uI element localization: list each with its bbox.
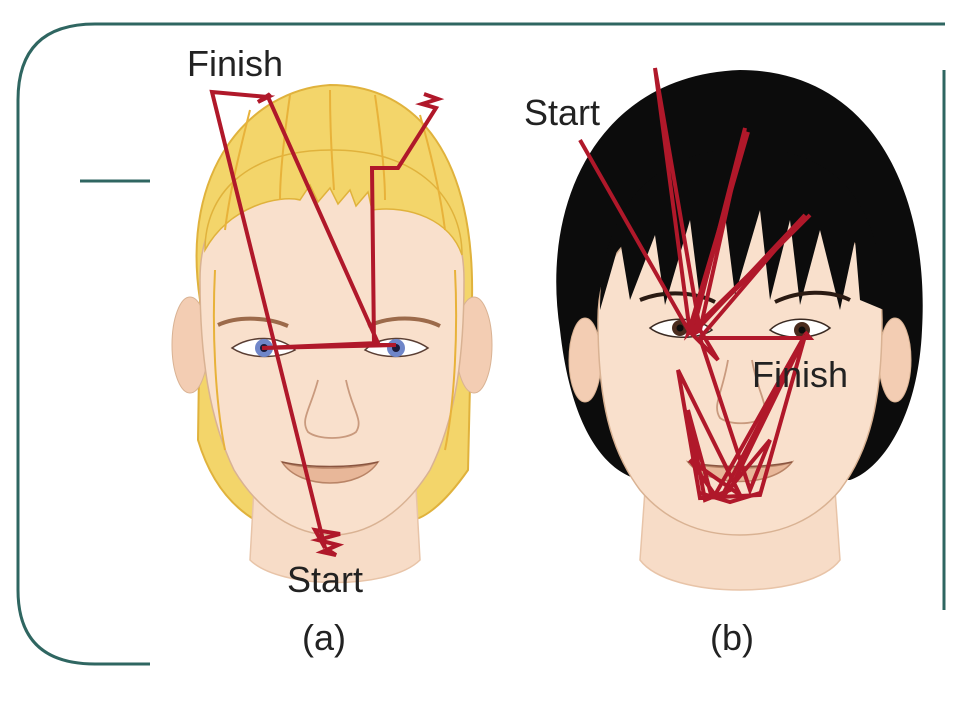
- start-label-a: Start: [287, 559, 364, 600]
- face-blonde-illustration: [171, 83, 493, 584]
- caption-a: (a): [302, 617, 346, 658]
- finish-label-a: Finish: [187, 43, 284, 84]
- eye-scanpath: [209, 89, 445, 557]
- eye-scanpath: [578, 67, 815, 505]
- finish-label-b: Finish: [752, 354, 849, 395]
- start-label-b: Start: [524, 92, 601, 133]
- slide-frame: [16, 22, 946, 666]
- caption-b: (b): [710, 617, 754, 658]
